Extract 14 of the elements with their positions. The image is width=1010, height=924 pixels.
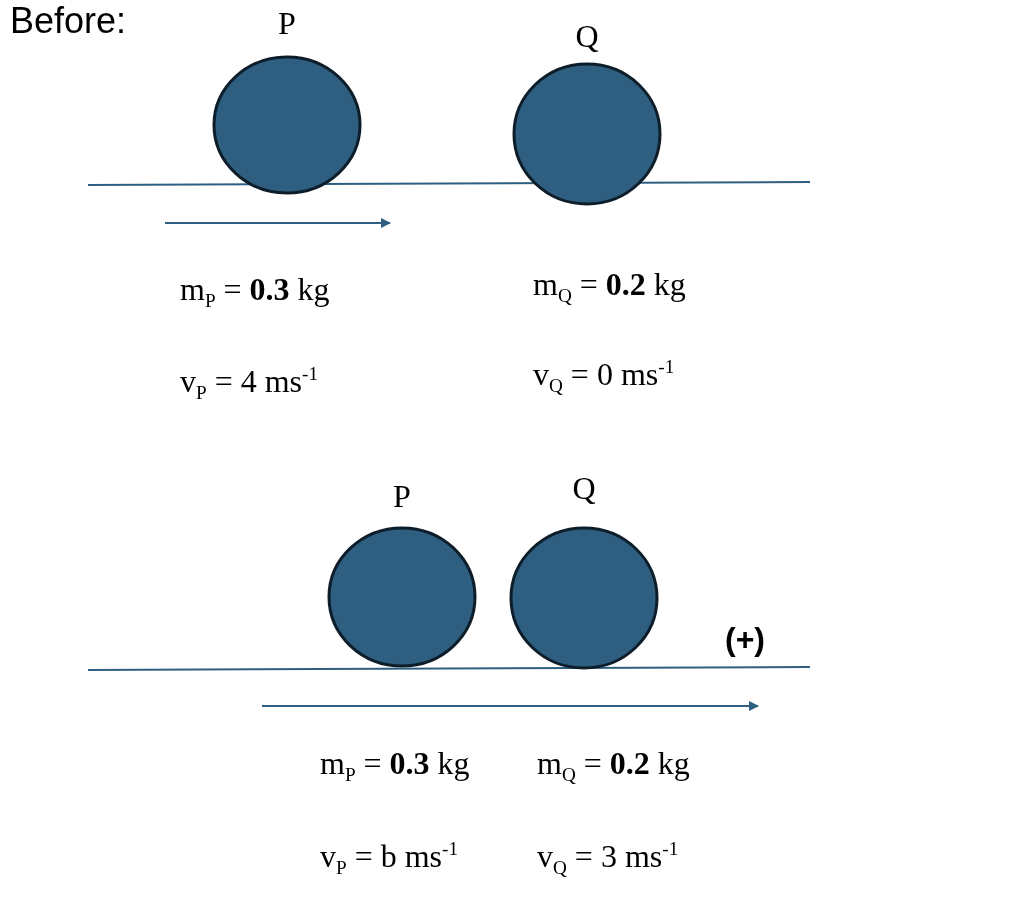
- quantity-label: v$_{Q}$ = 3 ms$^{-1}$: [537, 836, 679, 881]
- quantity-label: m$_{P}$ = 0.3 kg: [180, 270, 330, 314]
- ball-label: Q: [571, 470, 597, 506]
- ball-label: P: [277, 5, 297, 41]
- quantity-label: m$_{P}$ = 0.3 kg: [320, 744, 470, 788]
- quantity-label: v$_{P}$ = 4 ms$^{-1}$: [180, 361, 319, 406]
- ball-label: P: [392, 478, 412, 514]
- heading: Before:: [10, 2, 127, 40]
- quantity-label: m$_{Q}$ = 0.2 kg: [533, 265, 686, 309]
- quantity-label: v$_{P}$ = b ms$^{-1}$: [320, 836, 459, 881]
- quantity-label: m$_{Q}$ = 0.2 kg: [537, 744, 690, 788]
- quantity-label: v$_{Q}$ = 0 ms$^{-1}$: [533, 354, 675, 399]
- ball-label: Q: [574, 18, 600, 54]
- direction-label: (+): [725, 620, 765, 658]
